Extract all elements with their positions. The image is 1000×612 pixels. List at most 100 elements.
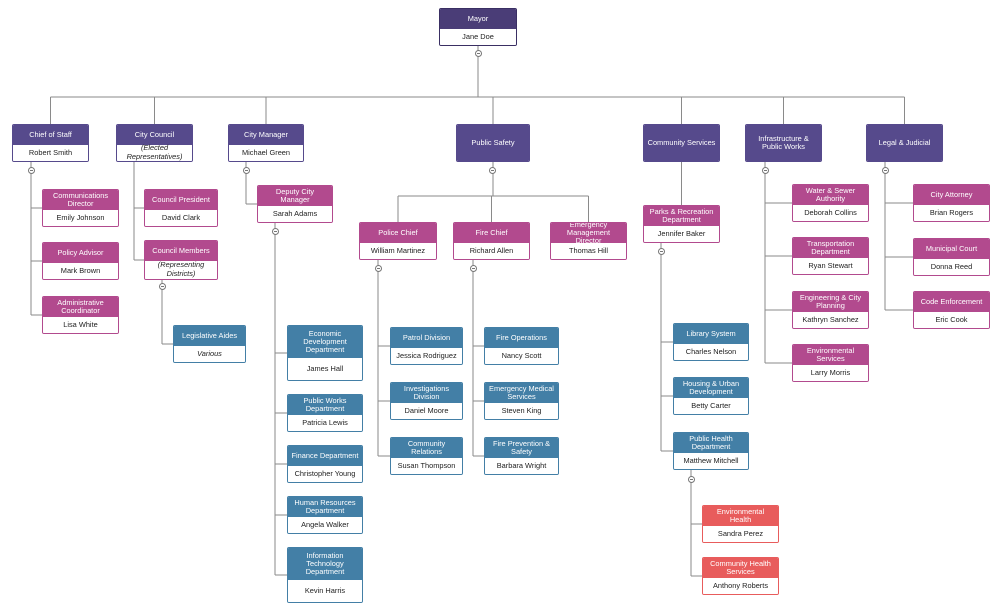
node-body: (Representing Districts) xyxy=(145,261,217,279)
person-name: Larry Morris xyxy=(810,367,851,377)
collapse-infrastructure-icon[interactable] xyxy=(761,166,769,174)
node-title: City Manager xyxy=(229,125,303,145)
collapse-public-health-icon[interactable] xyxy=(687,475,695,483)
node-infrastructure[interactable]: Infrastructure & Public Works xyxy=(745,124,822,162)
node-council[interactable]: City Council(Elected Representatives) xyxy=(116,124,193,162)
node-body: Angela Walker xyxy=(288,517,362,533)
collapse-parks-rec-icon[interactable] xyxy=(657,247,665,255)
node-title: Emergency Management Director xyxy=(551,223,626,245)
person-name: Deborah Collins xyxy=(804,207,857,217)
person-name: Anthony Roberts xyxy=(712,580,769,590)
node-body: Ryan Stewart xyxy=(793,258,868,274)
node-title: Information Technology Department xyxy=(288,548,362,580)
person-name: Charles Nelson xyxy=(685,346,737,356)
collapse-mayor-icon[interactable] xyxy=(474,49,482,57)
node-legal[interactable]: Legal & Judicial xyxy=(866,124,943,162)
node-title: City Council xyxy=(117,125,192,145)
node-community-services[interactable]: Community Services xyxy=(643,124,720,162)
node-title: Infrastructure & Public Works xyxy=(746,125,821,161)
person-name: Jennifer Baker xyxy=(657,228,706,238)
collapse-council-members-icon[interactable] xyxy=(158,282,166,290)
collapse-police-chief-icon[interactable] xyxy=(374,264,382,272)
node-title: Fire Operations xyxy=(485,328,558,348)
node-title: Deputy City Manager xyxy=(258,186,332,206)
person-name: Thomas Hill xyxy=(568,245,608,255)
node-body: Kathryn Sanchez xyxy=(793,312,868,328)
person-name: Sandra Perez xyxy=(717,528,764,538)
collapse-legal-icon[interactable] xyxy=(881,166,889,174)
node-body: Patricia Lewis xyxy=(288,415,362,431)
collapse-fire-chief-icon[interactable] xyxy=(469,264,477,272)
node-body: Mark Brown xyxy=(43,263,118,279)
node-title: Emergency Medical Services xyxy=(485,383,558,403)
node-body: William Martinez xyxy=(360,243,436,259)
collapse-chief-of-staff-icon[interactable] xyxy=(27,166,35,174)
node-title: Human Resources Department xyxy=(288,497,362,517)
node-body: Matthew Mitchell xyxy=(674,453,748,469)
node-public-safety[interactable]: Public Safety xyxy=(456,124,530,162)
collapse-deputy-cm-icon[interactable] xyxy=(271,227,279,235)
person-name: Patricia Lewis xyxy=(302,417,348,427)
person-name: Daniel Moore xyxy=(404,405,449,415)
person-name: Betty Carter xyxy=(691,400,731,410)
node-body: Kevin Harris xyxy=(288,580,362,602)
node-title: Public Works Department xyxy=(288,395,362,415)
collapse-city-manager-icon[interactable] xyxy=(242,166,250,174)
node-body: Brian Rogers xyxy=(914,205,989,221)
node-body: Thomas Hill xyxy=(551,243,626,259)
person-name: Michael Green xyxy=(241,147,291,157)
node-title: Chief of Staff xyxy=(13,125,88,145)
node-title: Water & Sewer Authority xyxy=(793,185,868,205)
node-body: Robert Smith xyxy=(13,145,88,161)
node-body: (Elected Representatives) xyxy=(117,144,192,161)
node-title: Community Health Services xyxy=(703,558,778,578)
collapse-public-safety-icon[interactable] xyxy=(488,166,496,174)
node-note: Various xyxy=(197,348,222,358)
person-name: Kathryn Sanchez xyxy=(802,314,859,324)
node-council-members[interactable]: Council Members(Representing Districts) xyxy=(144,240,218,280)
node-title: Public Safety xyxy=(457,125,529,161)
person-name: Lisa White xyxy=(63,319,98,329)
node-body: Daniel Moore xyxy=(391,403,462,419)
node-title: Library System xyxy=(674,324,748,344)
person-name: James Hall xyxy=(306,363,344,373)
